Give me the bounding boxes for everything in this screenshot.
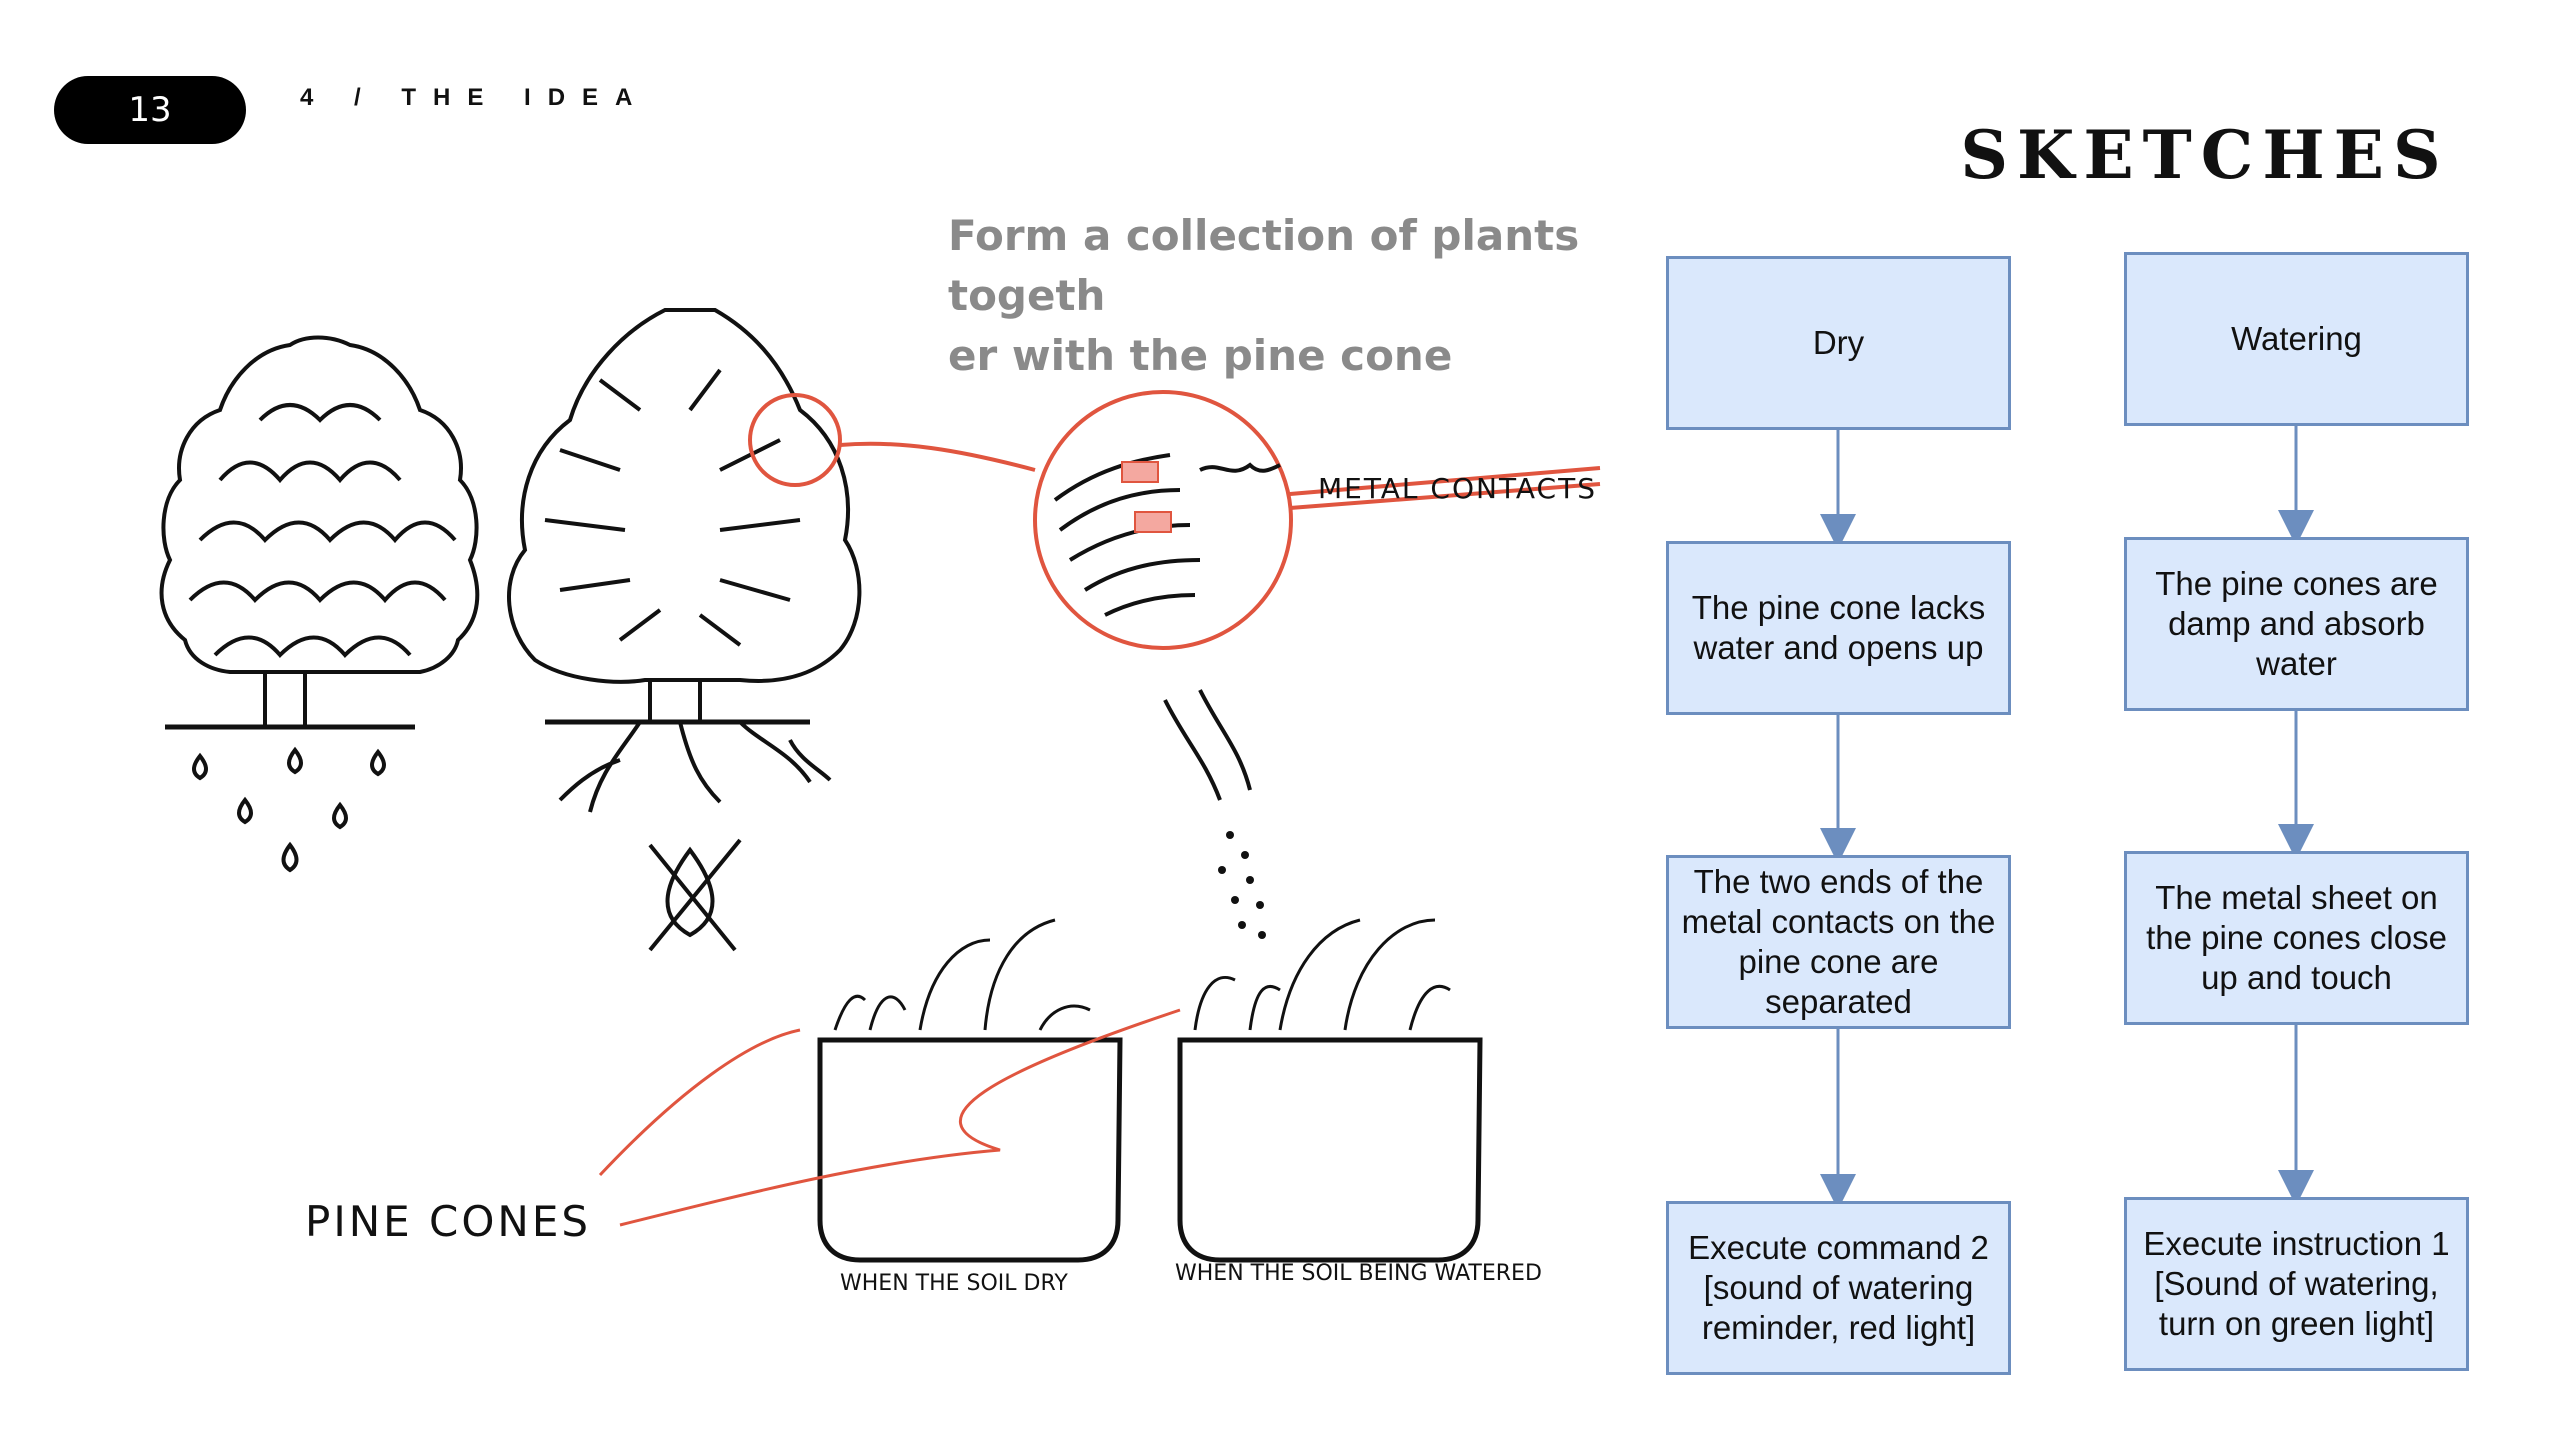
water-drops — [1218, 831, 1266, 939]
pot-watered — [1163, 689, 1483, 1263]
flow-box-instruction-1: Execute instruction 1 [Sound of watering… — [2124, 1197, 2469, 1371]
metal-contacts-label: METAL CONTACTS — [1318, 472, 1597, 505]
sketch-subtitle: Form a collection of plants togeth er wi… — [948, 206, 1648, 386]
flow-box-sheets-touch: The metal sheet on the pine cones close … — [2124, 851, 2469, 1025]
flow-box-opens-up: The pine cone lacks water and opens up — [1666, 541, 2011, 715]
no-seed-icon — [648, 838, 742, 952]
flow-box-contacts-separated: The two ends of the metal contacts on th… — [1666, 855, 2011, 1029]
seeds — [192, 746, 386, 873]
scale-detail — [1053, 453, 1281, 617]
subtitle-line-2: er with the pine cone — [948, 331, 1453, 380]
flow-box-watering: Watering — [2124, 252, 2469, 426]
flow-box-absorb-water: The pine cones are damp and absorb water — [2124, 537, 2469, 711]
metal-contact-callout — [748, 390, 1601, 650]
when-dry-label: WHEN THE SOIL DRY — [840, 1271, 1068, 1296]
contact-pad-1 — [1121, 461, 1159, 483]
open-pine-cone — [507, 308, 862, 813]
section-label: 4 / THE IDEA — [300, 84, 650, 111]
sketch-illustration: METAL CONTACTS PINE CONES WHEN THE SOIL … — [159, 308, 1601, 1296]
page-number: 13 — [128, 90, 172, 130]
flow-box-command-2: Execute command 2 [sound of watering rem… — [1666, 1201, 2011, 1375]
closed-pine-cone — [159, 335, 480, 730]
pine-cones-pointer — [598, 1008, 1181, 1227]
flow-box-dry: Dry — [1666, 256, 2011, 430]
when-watered-label: WHEN THE SOIL BEING WATERED — [1175, 1261, 1542, 1286]
contact-pad-2 — [1134, 511, 1172, 533]
pine-cones-label: PINE CONES — [305, 1197, 591, 1246]
page-number-badge: 13 — [54, 76, 246, 144]
pot-dry — [817, 918, 1123, 1263]
subtitle-line-1: Form a collection of plants togeth — [948, 211, 1580, 320]
page-title: SKETCHES — [1960, 116, 2450, 194]
